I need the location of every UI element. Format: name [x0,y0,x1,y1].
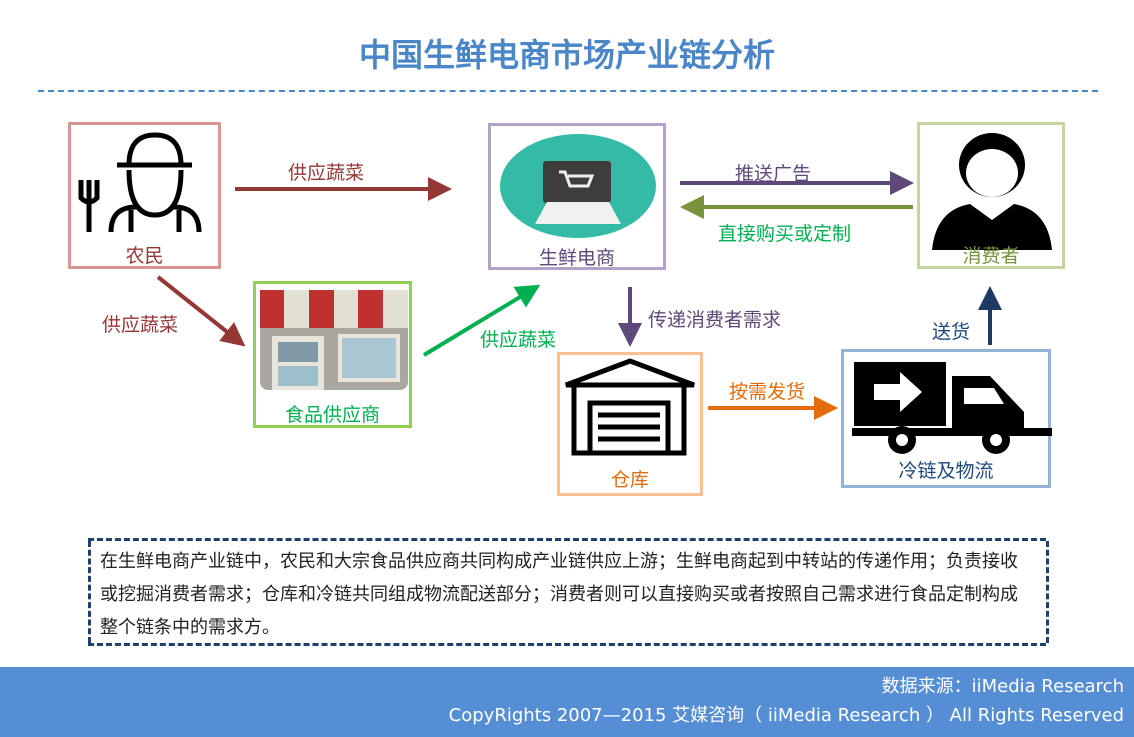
laptop-cart-icon [500,134,656,238]
edge-label: 传递消费者需求 [648,309,782,331]
edge-label: 按需发货 [729,381,806,403]
node-label: 冷链及物流 [898,460,994,482]
store-icon [260,290,408,390]
page-title: 中国生鲜电商市场产业链分析 [358,36,775,74]
node-consumer: 消费者 [917,122,1065,269]
node-label: 仓库 [610,469,649,491]
node-label: 食品供应商 [284,404,380,426]
node-supplier: 食品供应商 [253,281,412,428]
edge-label: 推送广告 [735,163,812,185]
copyright-text: CopyRights 2007—2015 艾媒咨询（ iiMedia Resea… [448,705,1124,726]
node-label: 农民 [125,245,164,267]
node-label: 生鲜电商 [538,247,615,269]
node-ecommerce: 生鲜电商 [488,123,666,270]
warehouse-icon [565,358,695,456]
edge-label: 供应蔬菜 [480,329,557,351]
edge-label: 直接购买或定制 [718,223,852,245]
edge-label: 供应蔬菜 [102,314,179,336]
summary-note: 在生鲜电商产业链中，农民和大宗食品供应商共同构成产业链供应上游；生鲜电商起到中转… [88,538,1049,646]
node-warehouse: 仓库 [557,352,703,496]
truck-icon [852,362,1052,454]
node-farmer: 农民 [68,122,221,269]
edge-label: 送货 [932,321,971,343]
node-label: 消费者 [962,245,1020,267]
divider [38,90,1098,92]
node-logistics: 冷链及物流 [841,349,1052,488]
source-text: 数据来源：iiMedia Research [881,676,1124,697]
summary-text: 在生鲜电商产业链中，农民和大宗食品供应商共同构成产业链供应上游；生鲜电商起到中转… [100,551,1018,638]
edge-label: 供应蔬菜 [288,162,365,184]
farmer-icon [78,132,202,233]
person-icon [932,133,1052,250]
footer: 数据来源：iiMedia Research CopyRights 2007—20… [0,667,1134,737]
